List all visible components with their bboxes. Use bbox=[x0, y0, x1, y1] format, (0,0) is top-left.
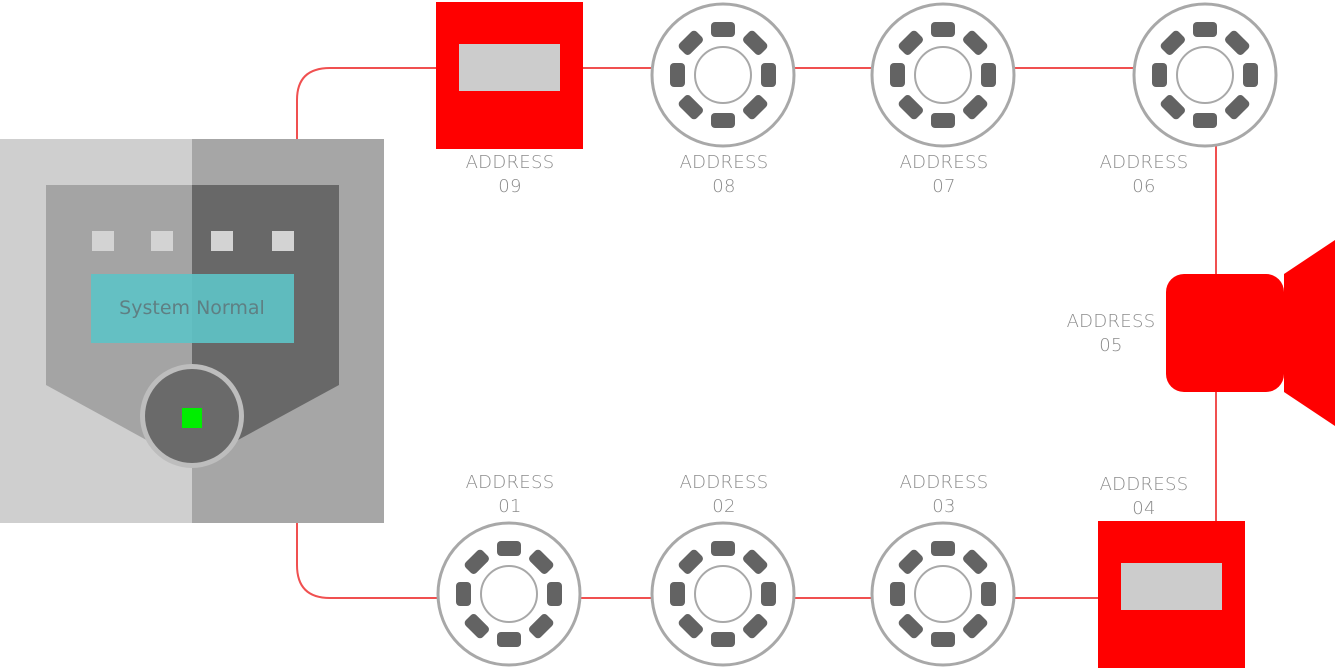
smoke-detector-02-vent-slot bbox=[678, 549, 703, 574]
address-08-number: 08 bbox=[712, 176, 736, 197]
smoke-detector-03-vent-slot bbox=[963, 549, 988, 574]
address-09-label: ADDRESS bbox=[466, 152, 555, 173]
address-07-number: 07 bbox=[932, 176, 956, 197]
smoke-detector-07-vent-slot bbox=[963, 30, 988, 55]
smoke-detector-06-vent-slot bbox=[1243, 63, 1258, 87]
smoke-detector-07-vent-slot bbox=[981, 63, 996, 87]
smoke-detector-06-vent-slot bbox=[1193, 22, 1217, 37]
smoke-detector-01-vent-slot bbox=[497, 541, 521, 556]
manual-call-point-04 bbox=[1098, 521, 1245, 668]
smoke-detector-01-vent-slot bbox=[529, 614, 554, 639]
smoke-detector-02-vent-slot bbox=[670, 582, 685, 606]
address-04-number: 04 bbox=[1132, 498, 1156, 519]
smoke-detector-01-vent-slot bbox=[464, 549, 489, 574]
smoke-detector-03 bbox=[870, 521, 1016, 667]
smoke-detector-07-sensor-center bbox=[914, 46, 972, 104]
address-06-label: ADDRESS bbox=[1100, 152, 1189, 173]
smoke-detector-06-sensor-center bbox=[1176, 46, 1234, 104]
smoke-detector-06-vent-slot bbox=[1160, 30, 1185, 55]
smoke-detector-06-vent-slot bbox=[1225, 95, 1250, 120]
smoke-detector-02-vent-slot bbox=[743, 549, 768, 574]
smoke-detector-01 bbox=[436, 521, 582, 667]
smoke-detector-01-vent-slot bbox=[464, 614, 489, 639]
smoke-detector-03-vent-slot bbox=[898, 549, 923, 574]
address-labels: ADDRESS 09 ADDRESS 08 ADDRESS 07 ADDRESS… bbox=[466, 152, 1189, 519]
smoke-detector-03-vent-slot bbox=[931, 632, 955, 647]
smoke-detector-06-vent-slot bbox=[1160, 95, 1185, 120]
smoke-detector-01-vent-slot bbox=[529, 549, 554, 574]
smoke-detector-08-vent-slot bbox=[678, 30, 703, 55]
smoke-detector-02-vent-slot bbox=[711, 632, 735, 647]
smoke-detector-02-sensor-center bbox=[694, 565, 752, 623]
address-05-number: 05 bbox=[1099, 335, 1123, 356]
sounder-05 bbox=[1166, 240, 1335, 426]
address-08-label: ADDRESS bbox=[680, 152, 769, 173]
smoke-detector-08-vent-slot bbox=[711, 113, 735, 128]
fire-alarm-control-panel: System Normal bbox=[0, 139, 384, 523]
address-02-number: 02 bbox=[712, 496, 736, 517]
loop-wire-top bbox=[296, 67, 1217, 599]
smoke-detector-06 bbox=[1132, 2, 1278, 148]
smoke-detector-02 bbox=[650, 521, 796, 667]
smoke-detector-03-vent-slot bbox=[931, 541, 955, 556]
smoke-detector-01-vent-slot bbox=[497, 632, 521, 647]
smoke-detector-08-vent-slot bbox=[711, 22, 735, 37]
smoke-detector-02-vent-slot bbox=[711, 541, 735, 556]
manual-call-point-09 bbox=[436, 2, 583, 149]
smoke-detector-03-vent-slot bbox=[981, 582, 996, 606]
indicator-light-4 bbox=[272, 231, 294, 251]
status-led bbox=[182, 408, 202, 428]
address-01-label: ADDRESS bbox=[466, 472, 555, 493]
smoke-detector-02-vent-slot bbox=[743, 614, 768, 639]
smoke-detector-08-vent-slot bbox=[678, 95, 703, 120]
address-05-label: ADDRESS bbox=[1067, 311, 1156, 332]
address-02-label: ADDRESS bbox=[680, 472, 769, 493]
smoke-detector-06-vent-slot bbox=[1152, 63, 1167, 87]
indicator-light-2 bbox=[151, 231, 173, 251]
status-display bbox=[91, 274, 294, 343]
smoke-detector-02-vent-slot bbox=[678, 614, 703, 639]
smoke-detector-07 bbox=[870, 2, 1016, 148]
address-03-number: 03 bbox=[932, 496, 956, 517]
address-09-number: 09 bbox=[498, 176, 522, 197]
smoke-detector-07-vent-slot bbox=[898, 95, 923, 120]
smoke-detector-08-vent-slot bbox=[670, 63, 685, 87]
address-01-number: 01 bbox=[498, 496, 522, 517]
smoke-detector-07-vent-slot bbox=[931, 113, 955, 128]
smoke-detector-07-vent-slot bbox=[931, 22, 955, 37]
address-06-number: 06 bbox=[1132, 176, 1156, 197]
smoke-detector-06-vent-slot bbox=[1225, 30, 1250, 55]
smoke-detector-07-vent-slot bbox=[963, 95, 988, 120]
address-07-label: ADDRESS bbox=[900, 152, 989, 173]
smoke-detector-03-vent-slot bbox=[963, 614, 988, 639]
smoke-detector-08 bbox=[650, 2, 796, 148]
address-04-label: ADDRESS bbox=[1100, 474, 1189, 495]
smoke-detector-03-sensor-center bbox=[914, 565, 972, 623]
smoke-detector-08-vent-slot bbox=[743, 95, 768, 120]
smoke-detector-07-vent-slot bbox=[898, 30, 923, 55]
smoke-detector-02-vent-slot bbox=[761, 582, 776, 606]
status-text: System Normal bbox=[119, 297, 265, 319]
indicator-light-3 bbox=[211, 231, 233, 251]
smoke-detector-03-vent-slot bbox=[898, 614, 923, 639]
smoke-detector-07-vent-slot bbox=[890, 63, 905, 87]
address-03-label: ADDRESS bbox=[900, 472, 989, 493]
smoke-detector-01-sensor-center bbox=[480, 565, 538, 623]
smoke-detector-08-vent-slot bbox=[743, 30, 768, 55]
smoke-detector-06-vent-slot bbox=[1193, 113, 1217, 128]
smoke-detector-08-sensor-center bbox=[694, 46, 752, 104]
smoke-detector-01-vent-slot bbox=[547, 582, 562, 606]
indicator-light-1 bbox=[92, 231, 114, 251]
smoke-detector-01-vent-slot bbox=[456, 582, 471, 606]
smoke-detector-08-vent-slot bbox=[761, 63, 776, 87]
smoke-detector-03-vent-slot bbox=[890, 582, 905, 606]
loop-wiring bbox=[296, 67, 1217, 599]
